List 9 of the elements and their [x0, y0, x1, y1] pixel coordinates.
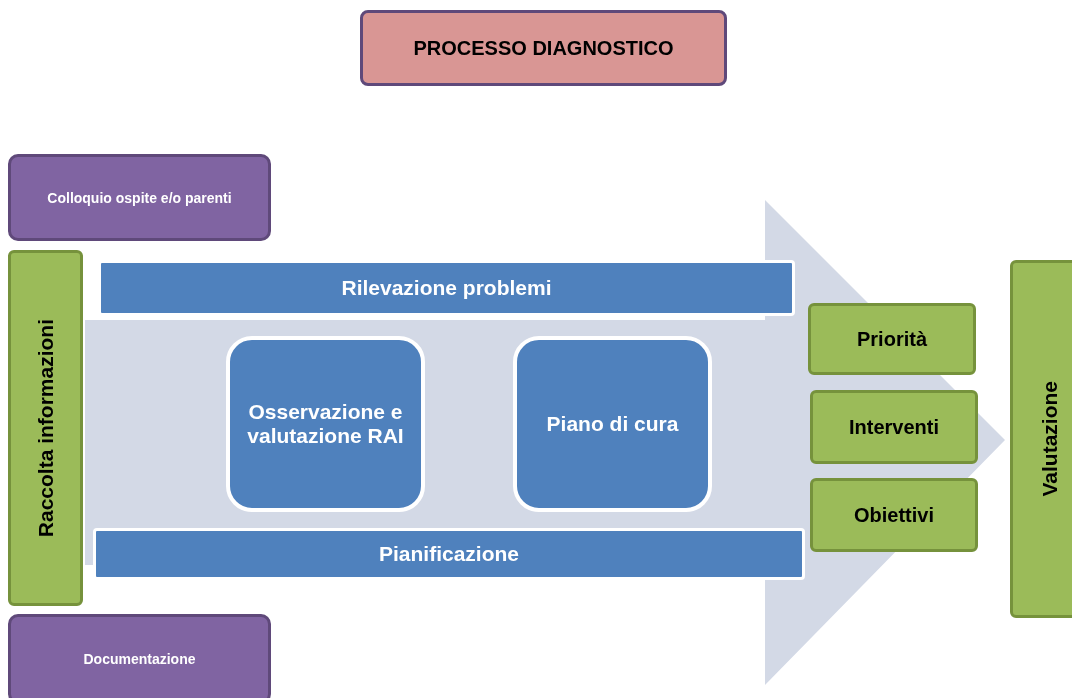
side-bar: Raccolta informazioni — [8, 250, 83, 606]
side-bar: Valutazione — [1010, 260, 1072, 618]
process-bar: Pianificazione — [93, 528, 805, 580]
title-box: PROCESSO DIAGNOSTICO — [360, 10, 727, 86]
process-box: Piano di cura — [513, 336, 712, 512]
info-box: Documentazione — [8, 614, 271, 698]
info-box: Colloquio ospite e/o parenti — [8, 154, 271, 241]
process-bar: Rilevazione problemi — [98, 260, 795, 316]
process-box: Osservazione e valutazione RAI — [226, 336, 425, 512]
